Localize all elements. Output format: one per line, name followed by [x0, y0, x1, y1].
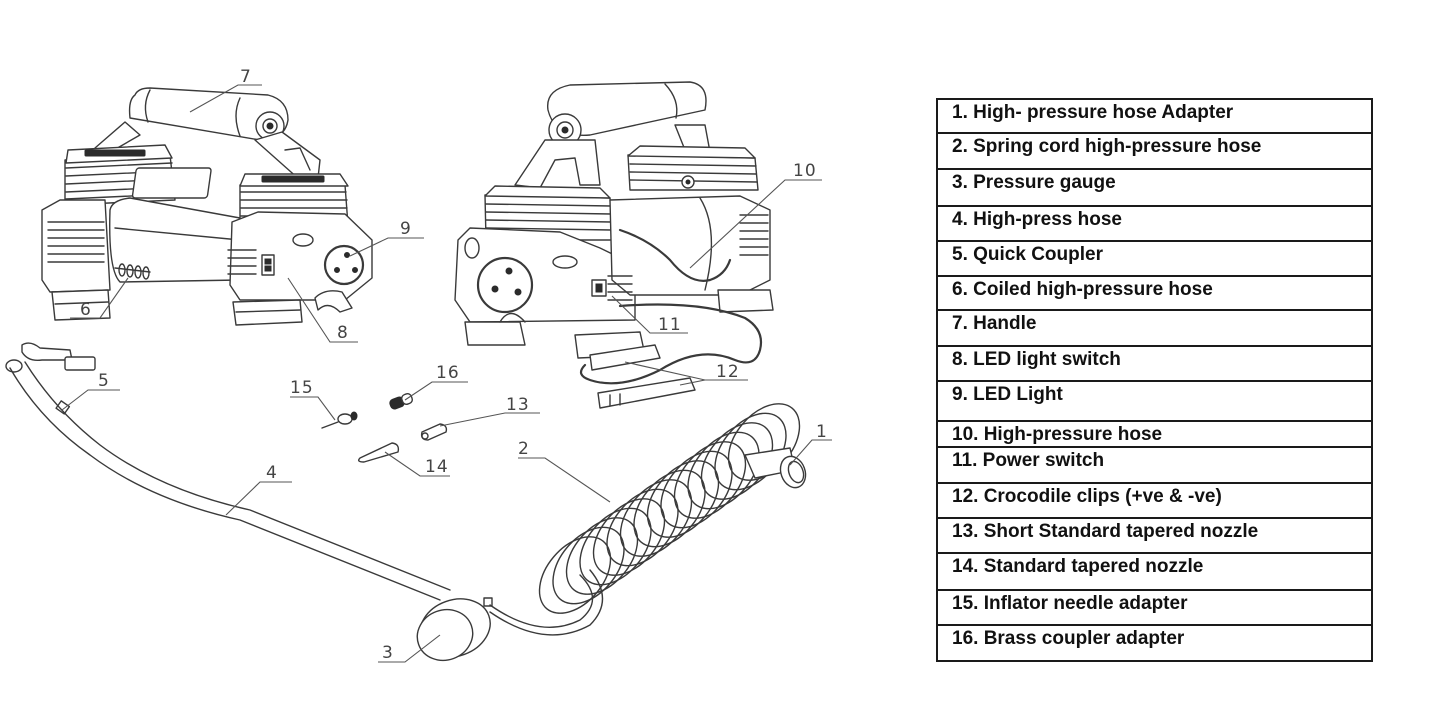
parts-list-item: 10. High-pressure hose: [937, 420, 1372, 447]
callout-14: 14: [425, 457, 449, 477]
parts-list-item: 14. Standard tapered nozzle: [937, 552, 1372, 590]
short-tapered-nozzle-part: [420, 423, 448, 441]
tapered-nozzle-part: [357, 442, 400, 463]
callout-11: 11: [658, 315, 682, 335]
rear-body: [454, 175, 771, 323]
parts-list-row: 15. Inflator needle adapter: [937, 589, 1372, 625]
callout-16: 16: [436, 363, 460, 383]
pressure-gauge-part: [416, 597, 493, 662]
coiled-hose-stub: [114, 263, 151, 280]
compressor-body: [41, 167, 373, 301]
callout-6: 6: [80, 300, 92, 320]
parts-list-row: 12. Crocodile clips (+ve & -ve): [937, 482, 1372, 518]
parts-list-item: 3. Pressure gauge: [937, 168, 1372, 206]
parts-diagram: 7 6 8 9 10 11 12 5 4 3 2 1 13 14 15 16: [5, 67, 832, 663]
callout-15: 15: [290, 378, 314, 398]
callout-12: 12: [716, 362, 740, 382]
parts-list-row: 4. High-press hose: [937, 205, 1372, 241]
compressor-feet: [51, 289, 353, 326]
spring-hose-part: [489, 403, 807, 636]
parts-list-item: 13. Short Standard tapered nozzle: [937, 517, 1372, 553]
inflator-needle-part: [321, 411, 358, 429]
callout-labels: 7 6 8 9 10 11 12 5 4 3 2 1 13 14 15 16: [80, 67, 828, 663]
parts-list-row: 9. LED Light: [937, 380, 1372, 421]
parts-list-row: 13. Short Standard tapered nozzle: [937, 517, 1372, 553]
handle-rear: [514, 81, 711, 189]
parts-list-row: 8. LED light switch: [937, 345, 1372, 381]
handle-part: [94, 87, 321, 181]
parts-list-item: 5. Quick Coupler: [937, 240, 1372, 276]
parts-list-item: 16. Brass coupler adapter: [937, 624, 1372, 661]
callout-3: 3: [382, 643, 394, 663]
callout-2: 2: [518, 439, 530, 459]
parts-list-row: 16. Brass coupler adapter: [937, 624, 1372, 661]
callout-9: 9: [400, 219, 412, 239]
parts-list-item: 2. Spring cord high-pressure hose: [937, 132, 1372, 169]
parts-list-item: 7. Handle: [937, 309, 1372, 346]
callout-4: 4: [266, 463, 278, 483]
parts-list-item: 8. LED light switch: [937, 345, 1372, 381]
callout-8: 8: [337, 323, 349, 343]
parts-list-item: 11. Power switch: [937, 446, 1372, 483]
parts-list-row: 10. High-pressure hose: [937, 420, 1372, 447]
parts-list-row: 7. Handle: [937, 309, 1372, 346]
parts-list-item: 4. High-press hose: [937, 205, 1372, 241]
compressor-front-view: [41, 87, 373, 326]
high-press-hose-part: [9, 361, 451, 601]
parts-list-table: 1. High- pressure hose Adapter 2. Spring …: [936, 98, 1373, 662]
parts-list-row: 2. Spring cord high-pressure hose: [937, 132, 1372, 169]
rear-led-light: [476, 256, 534, 314]
callout-7: 7: [240, 67, 252, 87]
parts-list-row: 6. Coiled high-pressure hose: [937, 275, 1372, 310]
callout-leaders: [61, 84, 832, 663]
parts-list-row: 1. High- pressure hose Adapter: [937, 99, 1372, 133]
parts-list-item: 9. LED Light: [937, 380, 1372, 421]
parts-list-item: 15. Inflator needle adapter: [937, 589, 1372, 625]
led-light-part: [323, 244, 365, 286]
brass-coupler-part: [389, 393, 413, 410]
quick-coupler-part: [5, 342, 96, 415]
parts-list-row: 3. Pressure gauge: [937, 168, 1372, 206]
parts-list-item: 12. Crocodile clips (+ve & -ve): [937, 482, 1372, 518]
callout-1: 1: [816, 422, 828, 442]
callout-10: 10: [793, 161, 817, 181]
parts-list-row: 5. Quick Coupler: [937, 240, 1372, 276]
parts-list-item: 6. Coiled high-pressure hose: [937, 275, 1372, 310]
crocodile-clips-part: [579, 303, 763, 409]
parts-list-item: 1. High- pressure hose Adapter: [952, 102, 1234, 123]
callout-5: 5: [98, 371, 110, 391]
compressor-rear-view: [454, 81, 774, 409]
callout-13: 13: [506, 395, 530, 415]
parts-list-row: 11. Power switch: [937, 446, 1372, 483]
parts-list-row: 14. Standard tapered nozzle: [937, 552, 1372, 590]
